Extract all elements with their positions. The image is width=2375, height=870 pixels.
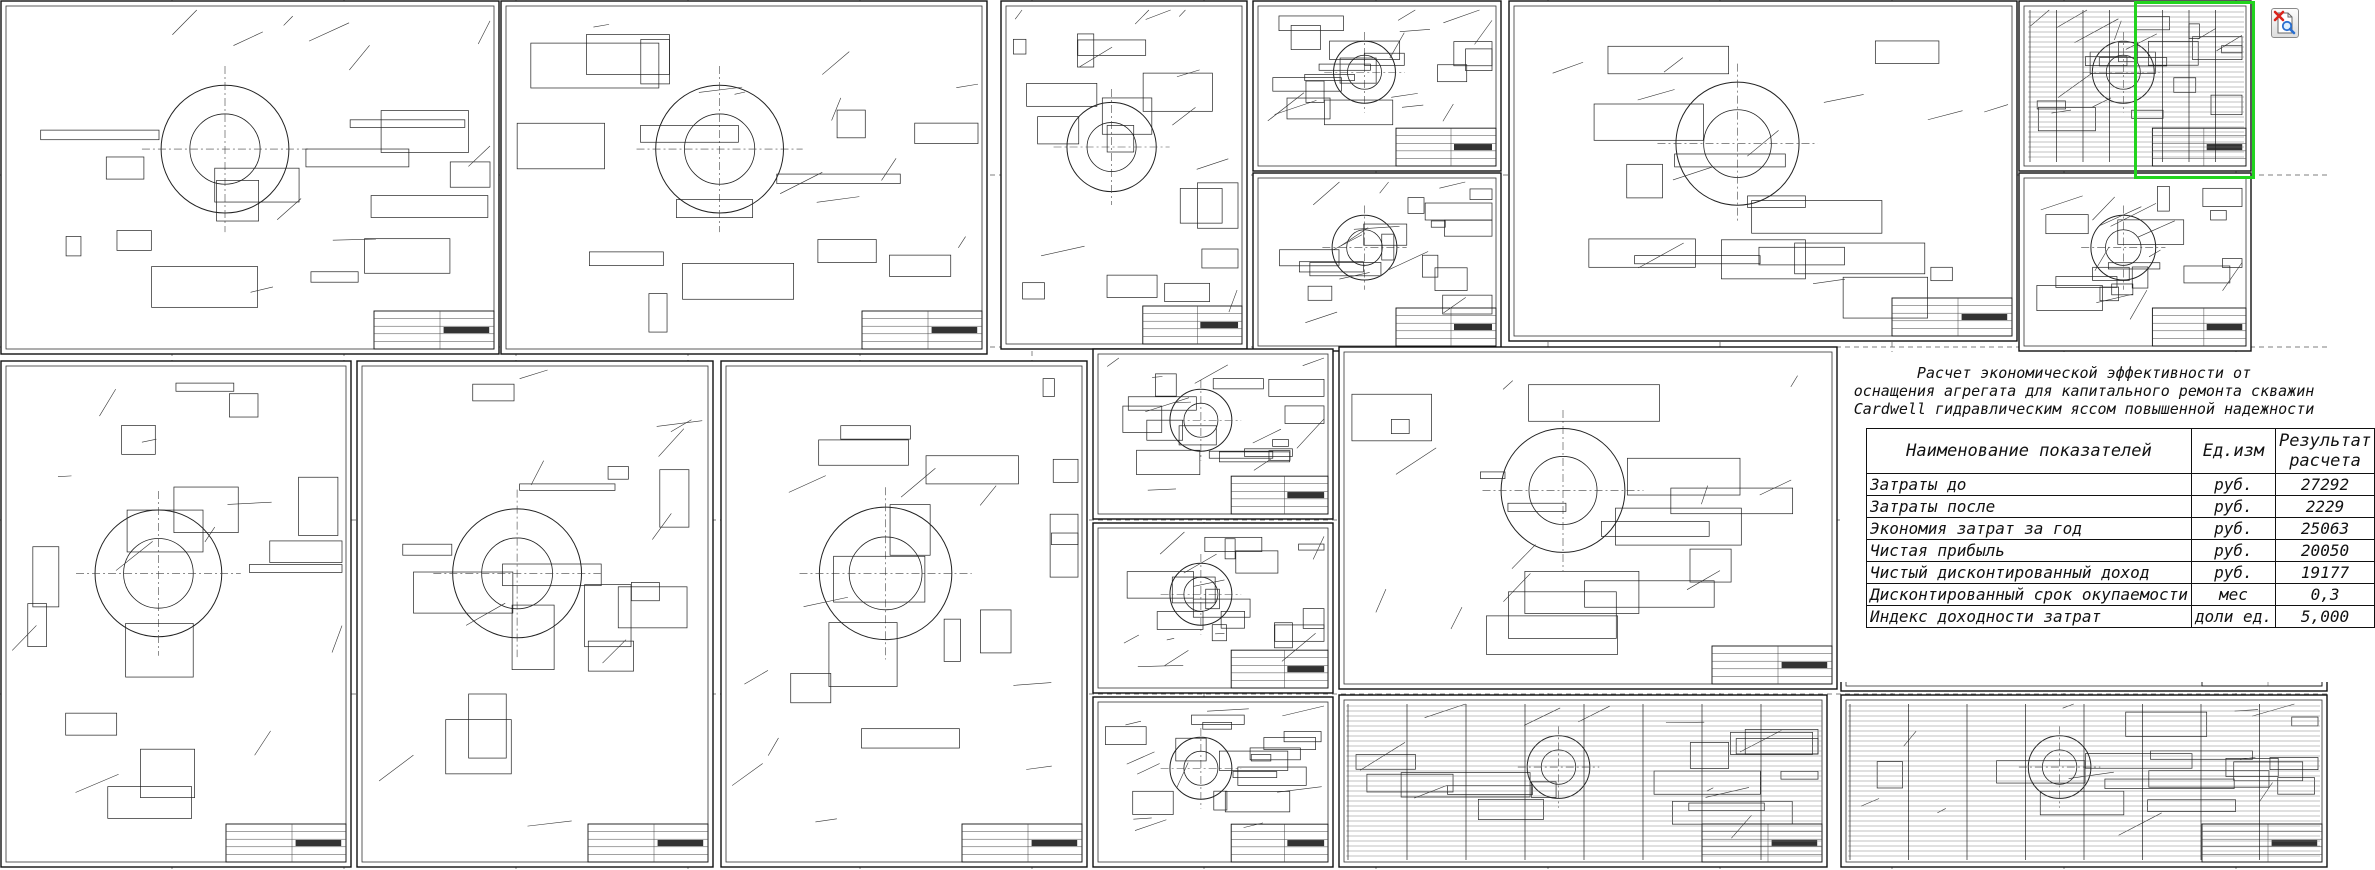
specification-rows — [2028, 10, 2244, 162]
economic-results-sheet: Расчет экономической эффективности от ос… — [1840, 352, 2375, 682]
drawing-sheet — [1000, 0, 1248, 350]
row-value: 20050 — [2274, 539, 2375, 562]
drawing-sheet — [2018, 0, 2252, 172]
specification-rows — [1346, 704, 1822, 860]
table-header-row: Наименование показателей Ед.изм Результа… — [1866, 428, 2375, 474]
drawing-sheet — [1252, 172, 1502, 352]
row-value: 0,3 — [2274, 583, 2375, 606]
row-unit: руб. — [2190, 517, 2276, 540]
row-unit: мес — [2190, 583, 2276, 606]
row-unit: руб. — [2190, 539, 2276, 562]
row-indicator: Затраты после — [1866, 495, 2192, 518]
row-unit: руб. — [2190, 561, 2276, 584]
results-title-line-2: оснащения агрегата для капитального ремо… — [1853, 382, 2315, 400]
row-indicator: Экономия затрат за год — [1866, 517, 2192, 540]
column-header-indicator: Наименование показателей — [1866, 428, 2192, 474]
row-indicator: Чистый дисконтированный доход — [1866, 561, 2192, 584]
drawing-sheet — [2018, 172, 2252, 352]
row-indicator: Чистая прибыль — [1866, 539, 2192, 562]
results-title-line-1: Расчет экономической эффективности от — [1916, 364, 2252, 382]
drawing-sheet — [720, 360, 1088, 868]
column-header-result: Результат расчета — [2274, 428, 2375, 474]
row-indicator: Затраты до — [1866, 473, 2192, 496]
row-value: 5,000 — [2274, 605, 2375, 628]
results-title-line-3: Cardwell гидравлическим яссом повышенной… — [1853, 400, 2315, 418]
row-value: 25063 — [2274, 517, 2375, 540]
close-magnifier-icon — [2273, 10, 2296, 35]
row-value: 19177 — [2274, 561, 2375, 584]
drawing-sheet — [0, 0, 500, 355]
row-value: 2229 — [2274, 495, 2375, 518]
drawing-sheet — [1252, 0, 1502, 172]
drawing-sheet — [1508, 0, 2018, 342]
results-table: Наименование показателей Ед.изм Результа… — [1866, 428, 2375, 628]
specification-rows — [1848, 704, 2320, 860]
row-unit: доли ед. — [2190, 605, 2276, 628]
viewer-close-button[interactable] — [2271, 8, 2299, 38]
drawing-sheet — [1338, 346, 1838, 690]
drawing-sheet — [356, 360, 714, 868]
drawing-sheet — [500, 0, 988, 355]
drawing-sheet — [1092, 348, 1334, 520]
drawing-sheet — [1092, 696, 1334, 868]
row-indicator: Дисконтированный срок окупаемости — [1866, 583, 2192, 606]
drawing-sheet — [0, 360, 352, 868]
row-indicator: Индекс доходности затрат — [1866, 605, 2192, 628]
column-header-unit: Ед.изм — [2190, 428, 2276, 474]
row-unit: руб. — [2190, 473, 2276, 496]
row-value: 27292 — [2274, 473, 2375, 496]
row-unit: руб. — [2190, 495, 2276, 518]
drawing-sheet — [1092, 522, 1334, 694]
